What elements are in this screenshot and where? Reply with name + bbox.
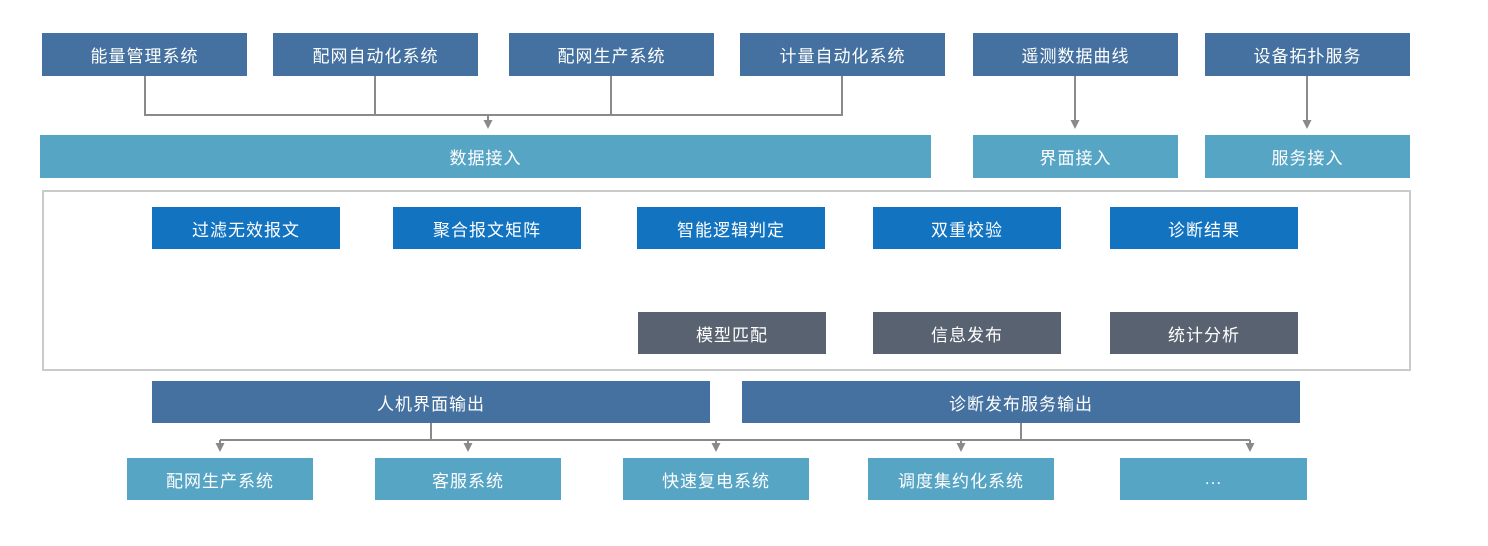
node-data-access: 数据接入	[40, 135, 931, 178]
node-service-access: 服务接入	[1205, 135, 1410, 178]
node-filter-invalid-messages: 过滤无效报文	[152, 207, 340, 249]
node-target-more-systems: ...	[1120, 458, 1307, 500]
node-double-verification: 双重校验	[873, 207, 1061, 249]
node-model-matching: 模型匹配	[638, 312, 826, 354]
node-energy-management-system: 能量管理系统	[42, 33, 247, 76]
node-distribution-automation-system: 配网自动化系统	[273, 33, 478, 76]
node-information-publishing: 信息发布	[873, 312, 1061, 354]
node-statistical-analysis: 统计分析	[1110, 312, 1298, 354]
node-target-customer-service-system: 客服系统	[375, 458, 561, 500]
node-aggregate-message-matrix: 聚合报文矩阵	[393, 207, 581, 249]
node-diagnosis-result: 诊断结果	[1110, 207, 1298, 249]
node-device-topology-service: 设备拓扑服务	[1205, 33, 1410, 76]
node-target-distribution-production-system: 配网生产系统	[127, 458, 313, 500]
node-diagnosis-publish-service-output: 诊断发布服务输出	[742, 381, 1300, 423]
node-intelligent-logic-judgment: 智能逻辑判定	[637, 207, 825, 249]
node-distribution-production-system: 配网生产系统	[509, 33, 714, 76]
node-target-rapid-power-restoration-system: 快速复电系统	[623, 458, 809, 500]
node-telemetry-data-curve: 遥测数据曲线	[973, 33, 1178, 76]
node-target-dispatch-intensive-system: 调度集约化系统	[868, 458, 1054, 500]
node-metering-automation-system: 计量自动化系统	[740, 33, 945, 76]
node-ui-access: 界面接入	[973, 135, 1178, 178]
node-hmi-output: 人机界面输出	[152, 381, 710, 423]
